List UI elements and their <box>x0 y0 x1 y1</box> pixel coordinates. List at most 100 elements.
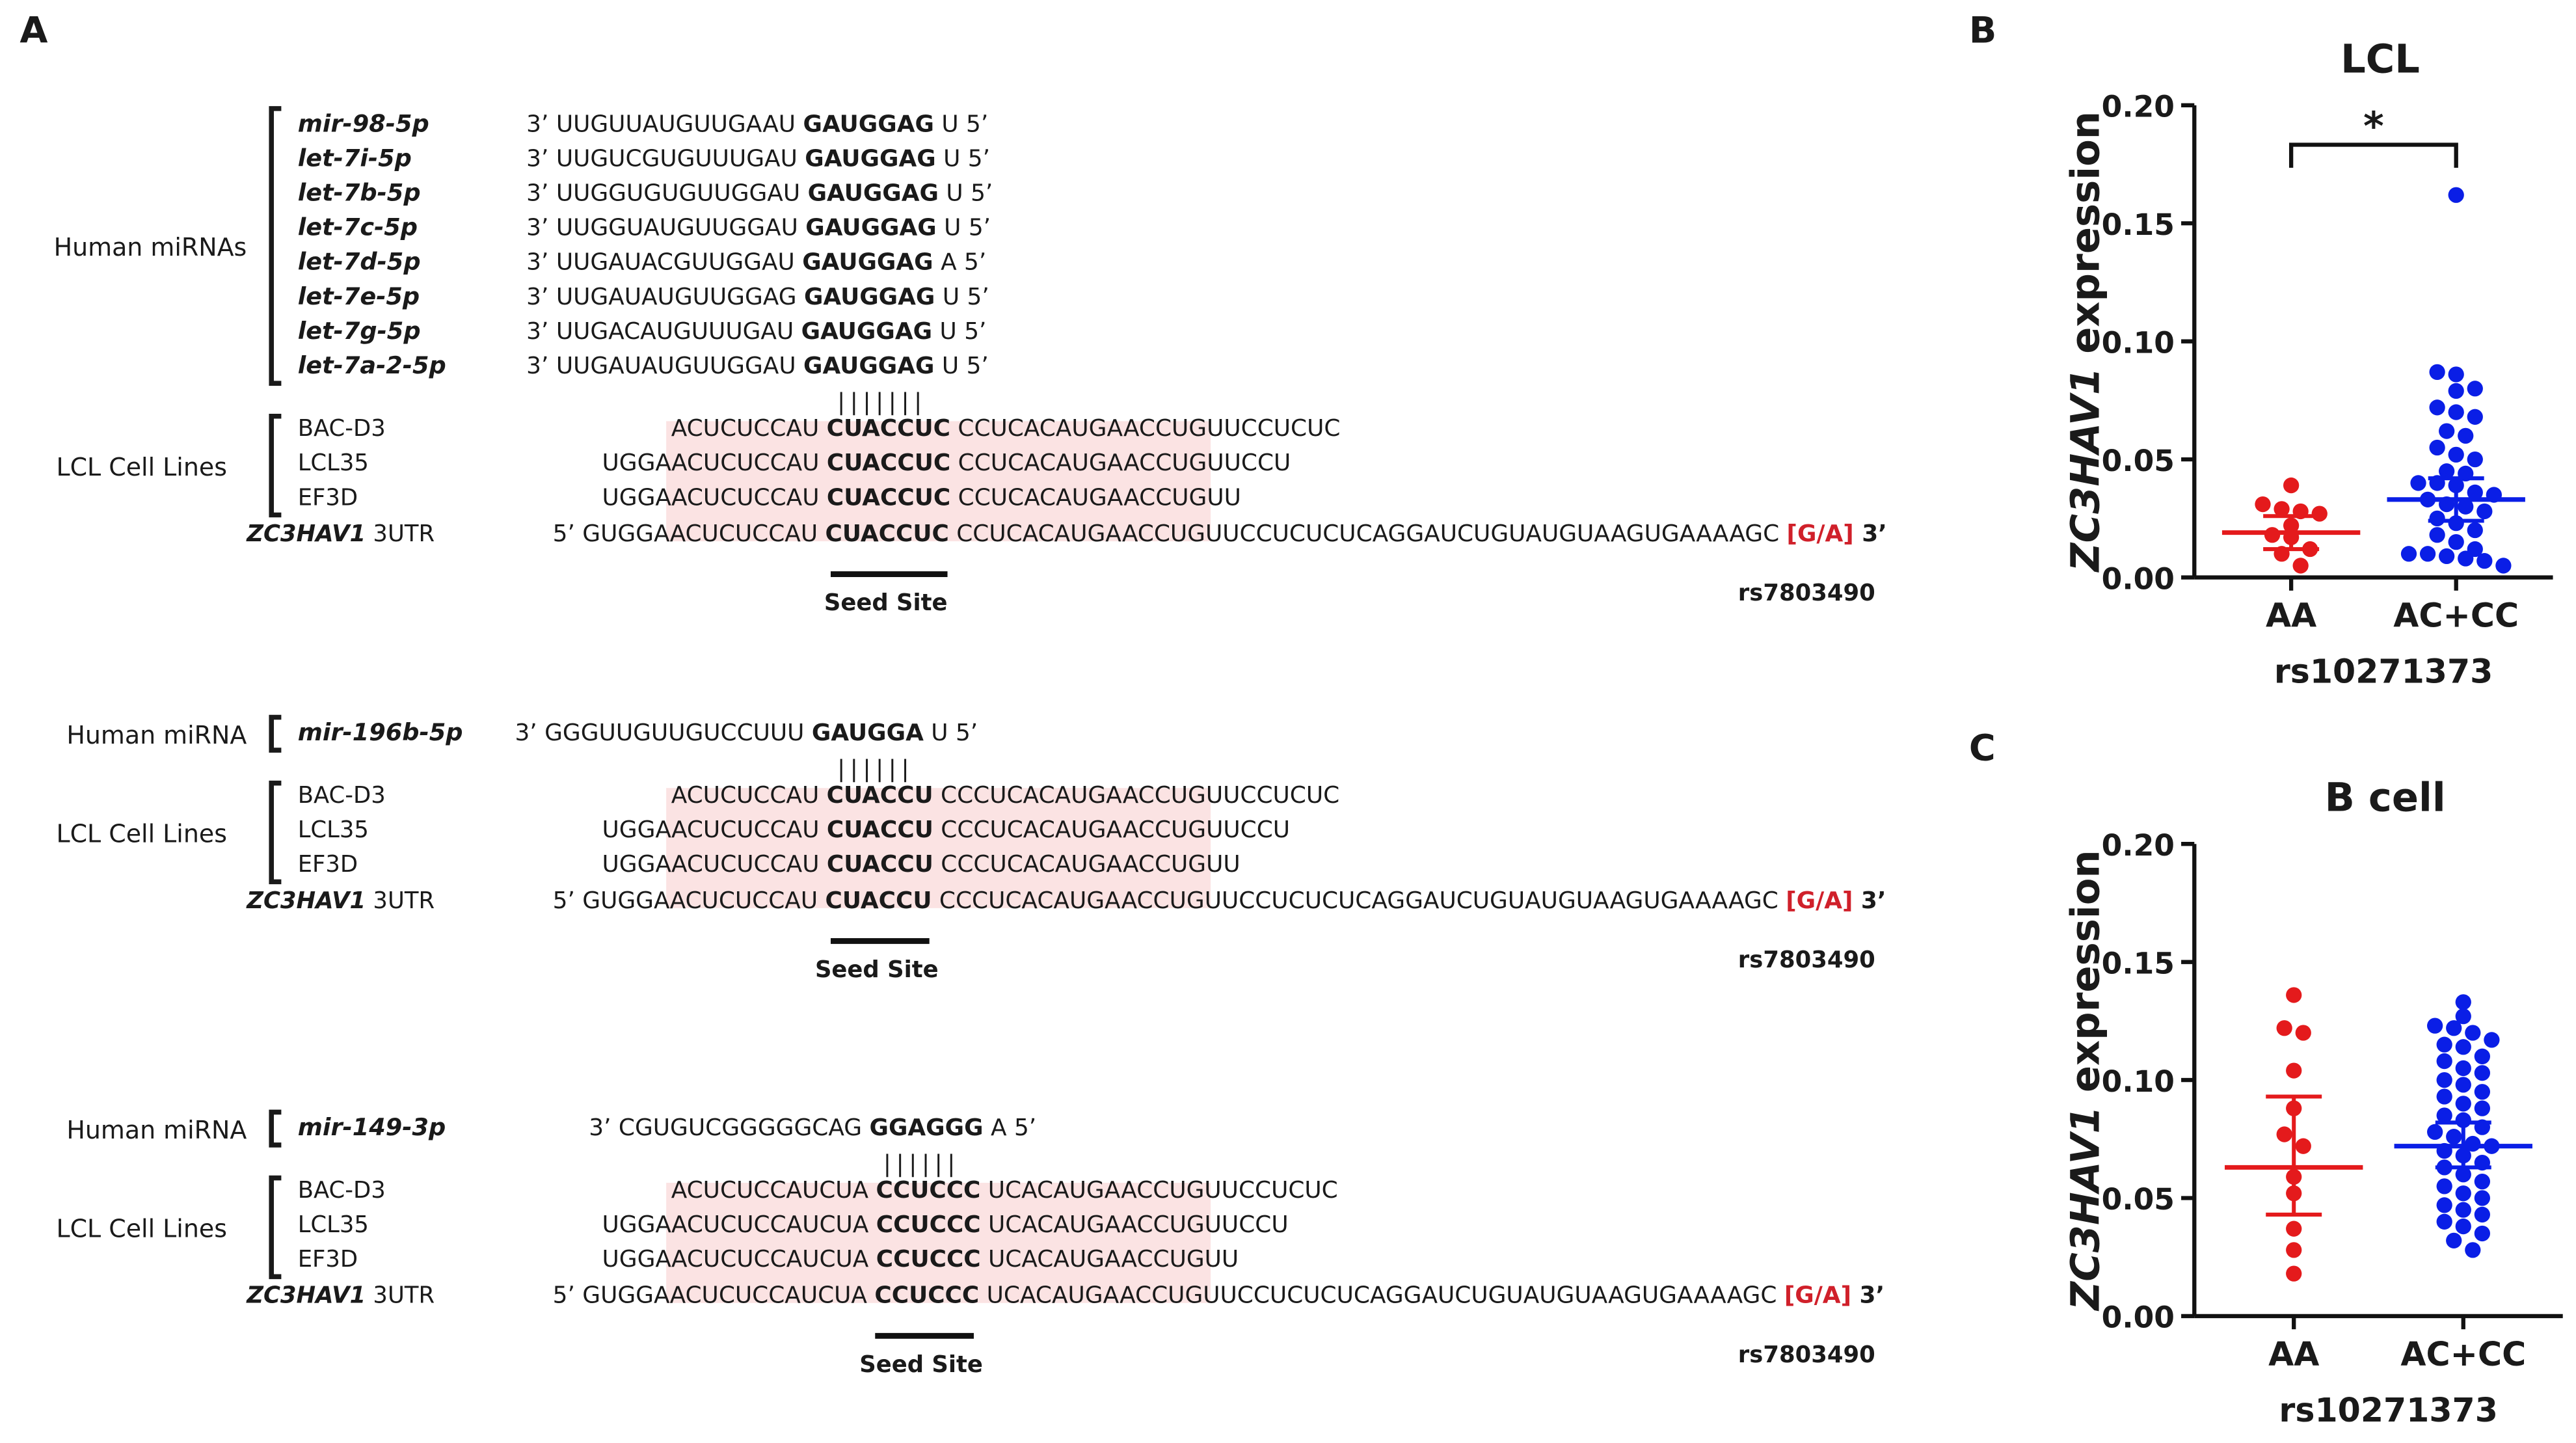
sequence-seed-match: CUACCU <box>827 782 933 809</box>
cell-line-sequence: UGGAACUCUCCAUCUA CCUCCC UCACAUGAACCUGUU <box>602 1246 1239 1273</box>
mirna-bracket <box>269 106 282 386</box>
data-point <box>2455 994 2471 1010</box>
mirna-sequence: 3’ UUGAUAUGUUGGAU GAUGGAG U 5’ <box>526 353 989 379</box>
y-axis-unit: expression <box>2063 850 2109 1106</box>
data-point <box>2436 1107 2452 1124</box>
mirna-sequence-pre: 3’ UUGAUACGUUGGAU <box>526 249 795 276</box>
cell-line-name: LCL35 <box>298 816 369 843</box>
target-site-highlight <box>666 1183 1211 1303</box>
panel-label-b: B <box>1969 10 1996 52</box>
mirna-sequence: 3’ UUGGUGUGUUGGAU GAUGGAG U 5’ <box>526 180 993 207</box>
cell-line-name: BAC-D3 <box>298 1177 386 1204</box>
snp-label: rs7803490 <box>1738 1342 1875 1368</box>
data-point <box>2446 1232 2462 1248</box>
sequence-target: ACUCUCCAUCUA <box>671 1246 876 1273</box>
data-point <box>2286 1220 2302 1237</box>
base-pairing-marks: |||||| <box>883 1150 960 1177</box>
mirna-name: mir-149-3p <box>298 1113 446 1141</box>
sequence-target: ACUCUCCAUCUA <box>671 1211 876 1238</box>
mirna-sequence: 3’ CGUGUCGGGGGCAG GGAGGG A 5’ <box>589 1114 1036 1141</box>
mirna-group-label: Human miRNA <box>66 721 247 749</box>
mirna-sequence-post: U 5’ <box>946 180 993 207</box>
cell-line-sequence: UGGAACUCUCCAU CUACCU CCCUCACAUGAACCUGUU <box>602 851 1241 878</box>
utr-label: ZC3HAV1 3UTR <box>246 1282 435 1309</box>
data-point <box>2448 404 2464 420</box>
y-axis-gene: ZC3HAV1 <box>2063 1106 2109 1312</box>
sequence-target: ACUCUCCAU <box>671 450 827 476</box>
mirna-seed: GAUGGAG <box>808 180 939 207</box>
utr-gene-name: ZC3HAV1 <box>246 520 366 547</box>
cell-line-sequence: UGGAACUCUCCAUCUA CCUCCC UCACAUGAACCUGUUC… <box>602 1211 1289 1238</box>
y-tick-label: 0.10 <box>2102 1064 2175 1099</box>
utr-end: 3’ <box>1854 520 1887 547</box>
sequence-seed-match: CUACCUC <box>827 484 950 511</box>
mirna-seed: GAUGGAG <box>804 284 935 310</box>
data-point <box>2455 1167 2471 1183</box>
data-point <box>2436 1072 2452 1088</box>
data-point <box>2286 1242 2302 1258</box>
cell-line-bracket <box>269 413 282 518</box>
data-point <box>2255 496 2271 513</box>
cell-line-bracket <box>269 1175 282 1280</box>
sequence-flank-5: UGGA <box>602 1246 672 1273</box>
panel-label-a: A <box>20 10 47 52</box>
chart-title: LCL <box>2341 36 2420 82</box>
mirna-sequence-post: U 5’ <box>942 353 989 379</box>
sequence-target: ACUCUCCAU <box>671 782 827 809</box>
significance-bracket <box>2288 142 2458 168</box>
data-point <box>2474 1206 2490 1223</box>
data-point <box>2455 1039 2471 1055</box>
sequence-target-rest: CCCUCACAUGAACCUG <box>933 816 1206 843</box>
utr-seed-match: CUACCUC <box>825 520 949 547</box>
cell-line-name: EF3D <box>298 1246 358 1273</box>
cell-line-name: LCL35 <box>298 450 369 476</box>
y-tick-label: 0.00 <box>2102 561 2175 596</box>
mirna-name: mir-98-5p <box>298 109 429 137</box>
data-point <box>2458 498 2474 515</box>
sequence-target: ACUCUCCAUCUA <box>671 1177 876 1204</box>
mirna-sequence: 3’ UUGUCGUGUUUGAU GAUGGAG U 5’ <box>526 145 990 172</box>
sequence-block: mir-149-3p 3’ CGUGUCGGGGGCAG GGAGGG A 5’ H… <box>56 1109 1885 1378</box>
cell-line-sequence: ACUCUCCAU CUACCUC CCUCACAUGAACCUGUUCCUCU… <box>671 415 1341 442</box>
data-point <box>2429 510 2445 526</box>
sequence-flank-3: UUCCUCUC <box>1207 415 1340 442</box>
sequence-target: ACUCUCCAU <box>671 415 827 442</box>
data-point <box>2295 1025 2311 1041</box>
sequence-target: ACUCUCCAU <box>671 484 827 511</box>
mirna-sequence-post: A 5’ <box>941 249 986 276</box>
data-point <box>2455 1096 2471 1112</box>
data-point <box>2311 506 2328 522</box>
mirna-sequence: 3’ UUGUUAUGUUGAAU GAUGGAG U 5’ <box>526 111 988 137</box>
cell-line-name: LCL35 <box>298 1211 369 1238</box>
y-tick-label: 0.20 <box>2102 828 2175 863</box>
data-point <box>2455 1202 2471 1218</box>
y-tick-label: 0.05 <box>2102 1182 2175 1217</box>
utr-gene-name: ZC3HAV1 <box>246 1282 366 1309</box>
mirna-sequence-pre: 3’ UUGUUAUGUUGAAU <box>526 111 796 137</box>
sequence-seed-match: CUACCUC <box>827 450 950 476</box>
sequence-block: mir-98-5p 3’ UUGUUAUGUUGAAU GAUGGAG U 5’ l… <box>54 106 1887 616</box>
sequence-flank-3: UU <box>1207 484 1241 511</box>
data-point <box>2448 366 2464 383</box>
data-point <box>2448 383 2464 399</box>
data-point <box>2495 558 2512 574</box>
data-point <box>2436 1088 2452 1105</box>
x-category-label: AA <box>2268 1335 2319 1373</box>
y-tick-label: 0.00 <box>2102 1301 2175 1335</box>
mirna-seed: GAUGGAG <box>803 353 934 379</box>
data-point <box>2439 463 2455 479</box>
seed-site-label: Seed Site <box>815 956 939 983</box>
data-point <box>2467 452 2483 468</box>
mirna-name: let-7a-2-5p <box>298 351 446 379</box>
y-tick-label: 0.15 <box>2102 208 2175 242</box>
sequence-target-rest: CCUCACAUGAACCUG <box>950 415 1207 442</box>
sequence-seed-match: CCUCCC <box>876 1211 981 1238</box>
data-point <box>2474 1100 2490 1116</box>
data-point <box>2455 1185 2471 1202</box>
chart-title: B cell <box>2325 775 2446 821</box>
sequence-target: ACUCUCCAU <box>671 851 827 878</box>
mirna-group-label: Human miRNA <box>66 1116 247 1144</box>
mirna-bracket <box>269 1109 282 1148</box>
